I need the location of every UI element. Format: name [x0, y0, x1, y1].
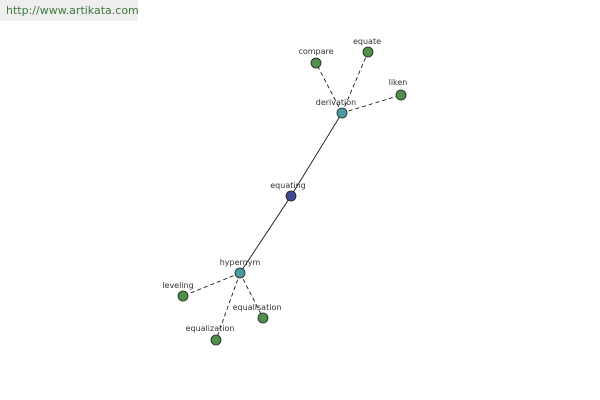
node-label-compare[interactable]: compare: [298, 47, 333, 56]
edge-hypernym-equalisation: [239, 272, 264, 319]
node-label-hypernym[interactable]: hypernym: [220, 258, 261, 267]
node-label-derivation[interactable]: derivation: [316, 98, 356, 107]
node-circle-leveling[interactable]: [177, 290, 189, 302]
node-equate[interactable]: equate: [353, 37, 381, 58]
edge-derivation-liken: [341, 94, 402, 114]
graph-edges: [182, 51, 402, 341]
node-circle-compare[interactable]: [310, 57, 322, 69]
edge-derivation-compare: [315, 62, 343, 114]
edge-equating-hypernym: [239, 195, 292, 274]
edge-equating-derivation: [290, 112, 343, 197]
edge-hypernym-leveling: [182, 272, 241, 297]
node-circle-equating[interactable]: [285, 190, 297, 202]
url-banner[interactable]: http://www.artikata.com: [0, 0, 139, 21]
node-circle-equate[interactable]: [362, 46, 374, 58]
graph-nodes: equating derivation hypernym compare equate l…: [162, 37, 408, 346]
node-equalisation[interactable]: equalisation: [233, 303, 282, 324]
node-label-leveling[interactable]: leveling: [162, 281, 193, 290]
node-label-equate[interactable]: equate: [353, 37, 381, 46]
node-liken[interactable]: liken: [389, 78, 408, 101]
node-label-equalisation[interactable]: equalisation: [233, 303, 282, 312]
node-derivation[interactable]: derivation: [316, 98, 356, 119]
edge-hypernym-equalization: [215, 272, 241, 341]
node-equating[interactable]: equating: [270, 181, 306, 202]
node-label-equalization[interactable]: equalization: [186, 324, 235, 333]
node-equalization[interactable]: equalization: [186, 324, 235, 346]
node-circle-liken[interactable]: [395, 89, 407, 101]
node-hypernym[interactable]: hypernym: [220, 258, 261, 279]
node-label-equating[interactable]: equating: [270, 181, 305, 190]
node-label-liken[interactable]: liken: [389, 78, 408, 87]
node-leveling[interactable]: leveling: [162, 281, 194, 302]
node-circle-equalisation[interactable]: [257, 312, 269, 324]
node-circle-equalization[interactable]: [210, 334, 222, 346]
node-compare[interactable]: compare: [298, 47, 334, 69]
node-circle-hypernym[interactable]: [234, 267, 246, 279]
url-banner-text[interactable]: http://www.artikata.com: [6, 4, 139, 17]
node-circle-derivation[interactable]: [336, 107, 348, 119]
